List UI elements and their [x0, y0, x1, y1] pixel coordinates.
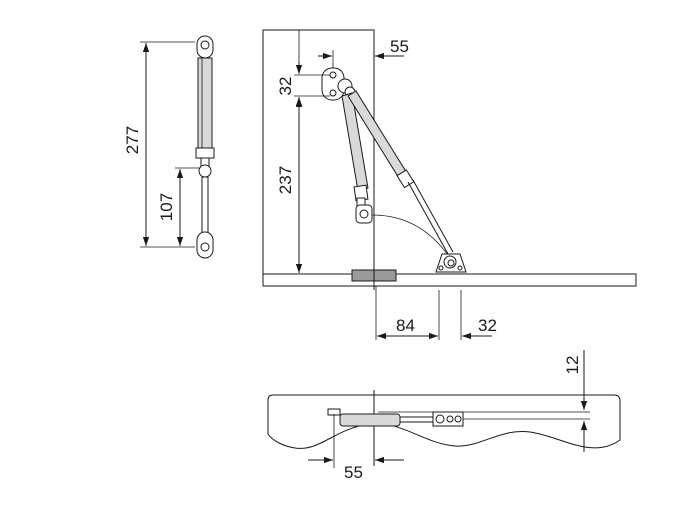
dim-label-84: 84 — [396, 316, 415, 335]
installation-side-view — [262, 29, 637, 340]
top-view-strut-cylinder — [339, 413, 401, 427]
dim-label-107: 107 — [157, 193, 176, 221]
strut-middle-pin — [198, 164, 212, 178]
strut-cylinder — [197, 57, 213, 153]
swing-arc — [369, 214, 451, 259]
dim-label-277: 277 — [123, 126, 142, 154]
installation-top-view — [267, 350, 621, 468]
dim-label-237: 237 — [276, 166, 295, 194]
strut-rod — [201, 176, 209, 236]
strut-upper-pin — [200, 40, 210, 50]
strut-closed-position — [341, 92, 373, 224]
dim-label-bottom-55: 55 — [344, 463, 363, 482]
lower-mount-bracket — [435, 253, 467, 273]
dim-label-12: 12 — [563, 356, 582, 375]
top-view-strut-rod — [399, 416, 436, 423]
dim-label-base-32: 32 — [478, 316, 497, 335]
strut-open-position — [347, 90, 454, 255]
strut-lower-pin — [200, 242, 210, 252]
dim-label-top-55: 55 — [390, 37, 409, 56]
strut-collar — [195, 147, 215, 159]
strut-detail-view — [140, 35, 215, 259]
panel-outline — [267, 394, 621, 449]
dim-label-top-32: 32 — [276, 77, 295, 96]
lid-panel — [262, 273, 637, 287]
